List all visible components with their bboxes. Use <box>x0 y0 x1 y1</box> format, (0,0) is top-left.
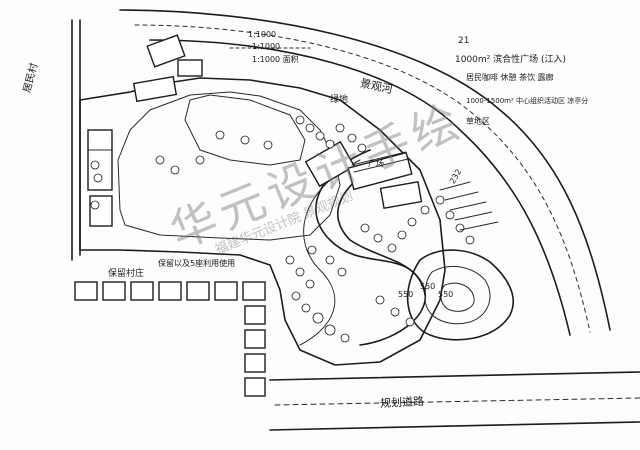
scale-note-2: 1:1000 <box>252 42 281 51</box>
pavilion-c <box>379 181 423 209</box>
north-building-1 <box>146 34 186 68</box>
village-10 <box>244 353 266 373</box>
center-label: 绿地 <box>330 95 349 105</box>
village-11 <box>244 377 266 397</box>
lake-outline <box>406 249 515 341</box>
east-planting-strip <box>439 181 499 231</box>
serpentine-path-2 <box>337 164 426 296</box>
notes-line-1: 1000m² 滨合性广场 (江入) <box>455 55 567 65</box>
scale-note-3: 1:1000 面积 <box>252 55 299 64</box>
village-9 <box>244 329 266 349</box>
mound-label-2: 550 <box>420 282 436 291</box>
site-boundary <box>79 77 446 366</box>
village-5 <box>186 281 210 301</box>
south-road-edge-bottom <box>269 421 640 431</box>
serpentine-path-3 <box>299 159 361 346</box>
village-2 <box>102 281 126 301</box>
south-road-line <box>274 397 640 406</box>
scale-note-1: 1:1000 <box>248 30 277 39</box>
village-bottom-label: 保留村庄 <box>108 269 145 279</box>
notes-line-4: 草地区 <box>466 117 490 126</box>
parking-note: 保留以及5座利用使用 <box>158 259 236 268</box>
road-bottom-label: 规划道路 <box>379 394 425 411</box>
east-road-outer-edge <box>119 9 611 331</box>
number-21: 21 <box>458 36 470 46</box>
lake-contour-2 <box>440 282 475 312</box>
pavilion-hatch-2 <box>353 158 409 173</box>
north-building-2 <box>177 59 203 77</box>
village-3 <box>130 281 154 301</box>
notes-line-2: 居民咖啡 休憩 茶饮 露廊 <box>466 73 554 82</box>
village-7 <box>242 281 266 301</box>
south-road-edge-top <box>269 371 640 381</box>
village-8 <box>244 305 266 325</box>
plaza-label: 广场 <box>368 159 384 168</box>
pavilion-hatch-1 <box>351 151 407 166</box>
notes-line-3: 1000-1500m² 中心组织活动区 凉亭分 <box>466 97 589 105</box>
pavilion-a <box>304 140 356 188</box>
mound-label-1: 550 <box>398 290 414 299</box>
mound-label-3: 550 <box>438 290 454 299</box>
east-road-centerline <box>134 24 591 333</box>
west-block-2 <box>89 195 113 227</box>
central-lawn-edge <box>184 94 306 166</box>
east-road-inner-edge <box>149 39 571 336</box>
north-building-3 <box>132 75 178 103</box>
village-4 <box>158 281 182 301</box>
village-1 <box>74 281 98 301</box>
village-6 <box>214 281 238 301</box>
lake-contour-1 <box>424 265 491 325</box>
